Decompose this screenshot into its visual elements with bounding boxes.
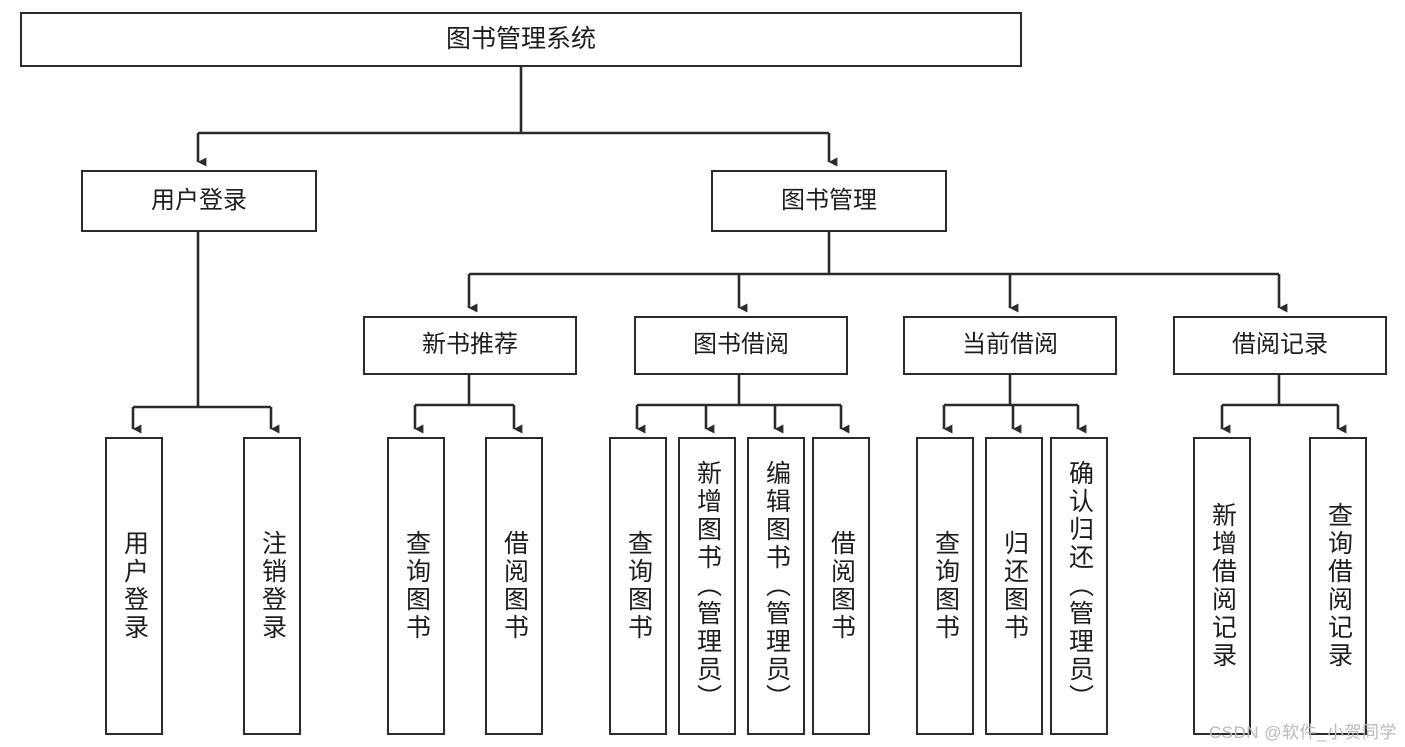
- node-root-system[interactable]: 图书管理系统: [20, 12, 1022, 67]
- leaf-borrow-edit-book-admin[interactable]: 编辑图书（管理员）: [747, 437, 805, 735]
- node-label: 借阅图书: [500, 530, 529, 642]
- leaf-borrow-borrow-book[interactable]: 借阅图书: [812, 437, 870, 735]
- leaf-borrow-query-book[interactable]: 查询图书: [609, 437, 667, 735]
- node-book-management[interactable]: 图书管理: [711, 170, 947, 232]
- leaf-borrow-add-book-admin[interactable]: 新增图书（管理员）: [678, 437, 736, 735]
- node-label: 归还图书: [1000, 530, 1029, 642]
- node-label: 当前借阅: [962, 331, 1058, 359]
- leaf-user-login[interactable]: 用户登录: [105, 437, 163, 735]
- node-label: 新增图书（管理员）: [693, 460, 722, 712]
- node-new-book-recommend[interactable]: 新书推荐: [363, 316, 577, 375]
- node-label: 新增借阅记录: [1208, 502, 1237, 670]
- leaf-recommend-query-book[interactable]: 查询图书: [387, 437, 445, 735]
- node-label: 查询图书: [402, 530, 431, 642]
- watermark-text: CSDN @软件_小贺同学: [1208, 723, 1397, 742]
- node-label: 注销登录: [258, 530, 287, 642]
- node-label: 用户登录: [120, 530, 149, 642]
- node-label: 图书借阅: [693, 331, 789, 359]
- leaf-record-query-borrow-record[interactable]: 查询借阅记录: [1309, 437, 1367, 735]
- node-label: 查询图书: [931, 530, 960, 642]
- node-label: 确认归还（管理员）: [1065, 460, 1094, 712]
- node-label: 借阅图书: [827, 530, 856, 642]
- node-label: 查询借阅记录: [1324, 502, 1353, 670]
- node-label: 图书管理: [781, 186, 877, 214]
- node-current-borrow[interactable]: 当前借阅: [903, 316, 1117, 375]
- leaf-record-add-borrow-record[interactable]: 新增借阅记录: [1193, 437, 1251, 735]
- leaf-recommend-borrow-book[interactable]: 借阅图书: [485, 437, 543, 735]
- node-borrow-record[interactable]: 借阅记录: [1173, 316, 1387, 375]
- node-label: 编辑图书（管理员）: [762, 460, 791, 712]
- node-label: 图书管理系统: [445, 24, 596, 53]
- node-label: 用户登录: [151, 186, 247, 214]
- node-label: 新书推荐: [422, 331, 518, 359]
- leaf-user-logout[interactable]: 注销登录: [243, 437, 301, 735]
- node-book-borrow[interactable]: 图书借阅: [634, 316, 848, 375]
- node-label: 查询图书: [624, 530, 653, 642]
- leaf-current-return-book[interactable]: 归还图书: [985, 437, 1043, 735]
- leaf-current-query-book[interactable]: 查询图书: [916, 437, 974, 735]
- leaf-current-confirm-return-admin[interactable]: 确认归还（管理员）: [1050, 437, 1108, 735]
- node-label: 借阅记录: [1232, 331, 1328, 359]
- node-user-login[interactable]: 用户登录: [81, 170, 317, 232]
